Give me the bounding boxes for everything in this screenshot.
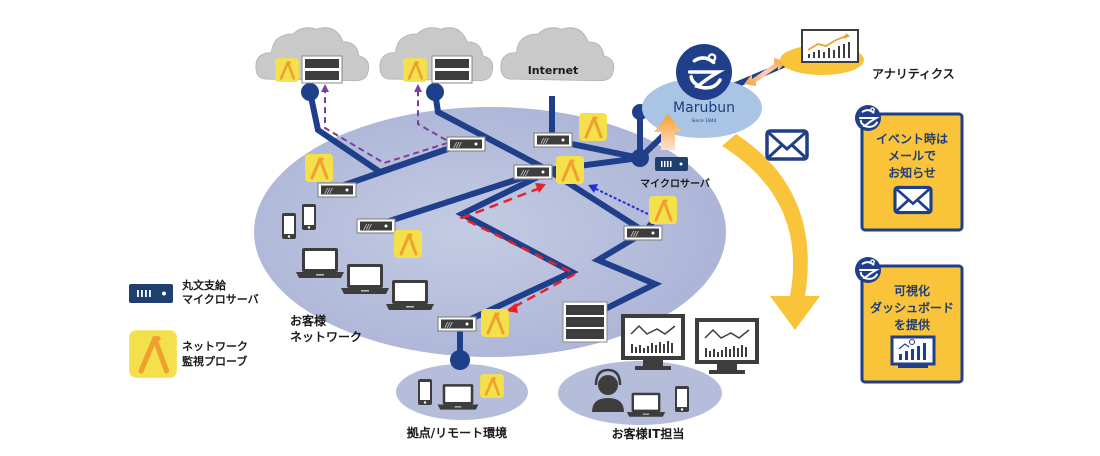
card-text-line: お知らせ bbox=[888, 165, 936, 180]
customer-network-label: ネットワーク bbox=[290, 330, 362, 344]
card-text-line: ダッシュボード bbox=[870, 300, 954, 315]
marubun-since: Since 1844 bbox=[691, 118, 716, 124]
analytics-label: アナリティクス bbox=[872, 67, 955, 81]
micro-server-label: マイクロサーバ bbox=[640, 178, 710, 190]
upload-arrow bbox=[654, 114, 682, 150]
customer-network-label: お客様 bbox=[290, 313, 327, 328]
arrow-head bbox=[414, 84, 422, 92]
it-staff-label: お客様IT担当 bbox=[612, 426, 685, 441]
smartphone-icon bbox=[418, 379, 432, 405]
email-notification-card: イベント時は メールで お知らせ bbox=[855, 105, 964, 232]
legend-micro-server-label: マイクロサーバ bbox=[182, 293, 259, 306]
probe-icon bbox=[392, 228, 424, 260]
analytics-chart-icon bbox=[801, 29, 859, 63]
laptop-icon bbox=[386, 280, 434, 310]
smartphone-icon bbox=[302, 204, 316, 230]
dashboard-monitor-icon bbox=[694, 317, 760, 375]
bidirectional-arrow bbox=[744, 58, 786, 86]
internet-label: Internet bbox=[528, 64, 579, 77]
switch-icon bbox=[513, 164, 553, 180]
traffic-flow-red bbox=[458, 186, 578, 310]
probe-icon bbox=[577, 111, 609, 143]
legend-micro-server-icon bbox=[129, 284, 173, 303]
switch-icon bbox=[533, 132, 573, 148]
server-rack-icon bbox=[562, 301, 608, 343]
legend-probe-label: 監視プローブ bbox=[182, 354, 247, 368]
probe-icon bbox=[647, 194, 679, 226]
card-text-line: メールで bbox=[888, 149, 936, 163]
smartphone-icon bbox=[675, 386, 689, 412]
probe-icon bbox=[554, 154, 586, 186]
card-text-line: イベント時は bbox=[876, 131, 948, 146]
probe-icon bbox=[273, 56, 301, 84]
probe-to-cloud-flow bbox=[324, 90, 458, 165]
card-text-line: を提供 bbox=[894, 317, 930, 332]
switch-icon bbox=[446, 136, 486, 152]
probe-icon bbox=[479, 307, 511, 339]
cloud-connection-node bbox=[301, 83, 319, 101]
legend-micro-server-label: 丸文支給 bbox=[181, 278, 227, 292]
switch-icon bbox=[356, 218, 396, 234]
envelope-icon bbox=[893, 185, 933, 215]
smartphone-icon bbox=[282, 213, 296, 239]
switch-icon bbox=[317, 182, 357, 198]
arrow-head bbox=[321, 84, 329, 92]
probe-icon bbox=[303, 152, 335, 184]
probe-icon bbox=[478, 372, 506, 400]
switch-icon bbox=[623, 225, 663, 241]
cloud-connection-node bbox=[426, 83, 444, 101]
legend-probe-label: ネットワーク bbox=[182, 340, 248, 353]
arrow-head bbox=[535, 183, 546, 193]
arrow-head bbox=[506, 303, 518, 313]
laptop-icon bbox=[296, 248, 344, 278]
laptop-icon bbox=[341, 264, 389, 294]
micro-server-icon bbox=[655, 157, 688, 171]
remote-site-label: 拠点/リモート環境 bbox=[407, 425, 507, 440]
operator-headset-icon bbox=[592, 368, 624, 412]
switch-icon bbox=[437, 316, 477, 332]
cloud-server-1 bbox=[301, 55, 343, 84]
micro-server-node bbox=[631, 149, 649, 167]
marubun-name: Marubun bbox=[673, 100, 735, 116]
dashboard-monitor-icon bbox=[890, 335, 936, 368]
laptop-icon bbox=[626, 392, 666, 417]
dashboard-card: 可視化 ダッシュボード を提供 bbox=[855, 257, 964, 384]
arrow-head bbox=[588, 184, 598, 193]
legend-probe-icon bbox=[129, 330, 177, 378]
card-text-line: 可視化 bbox=[894, 283, 930, 298]
notification-flow-arrow bbox=[722, 134, 820, 330]
legend: 丸文支給 マイクロサーバ ネットワーク 監視プローブ bbox=[129, 278, 259, 378]
laptop-icon bbox=[437, 384, 479, 410]
probe-icon bbox=[401, 56, 429, 84]
remote-site-node bbox=[450, 350, 470, 370]
cloud-server-2 bbox=[431, 55, 473, 84]
email-notification-icon bbox=[765, 129, 809, 161]
